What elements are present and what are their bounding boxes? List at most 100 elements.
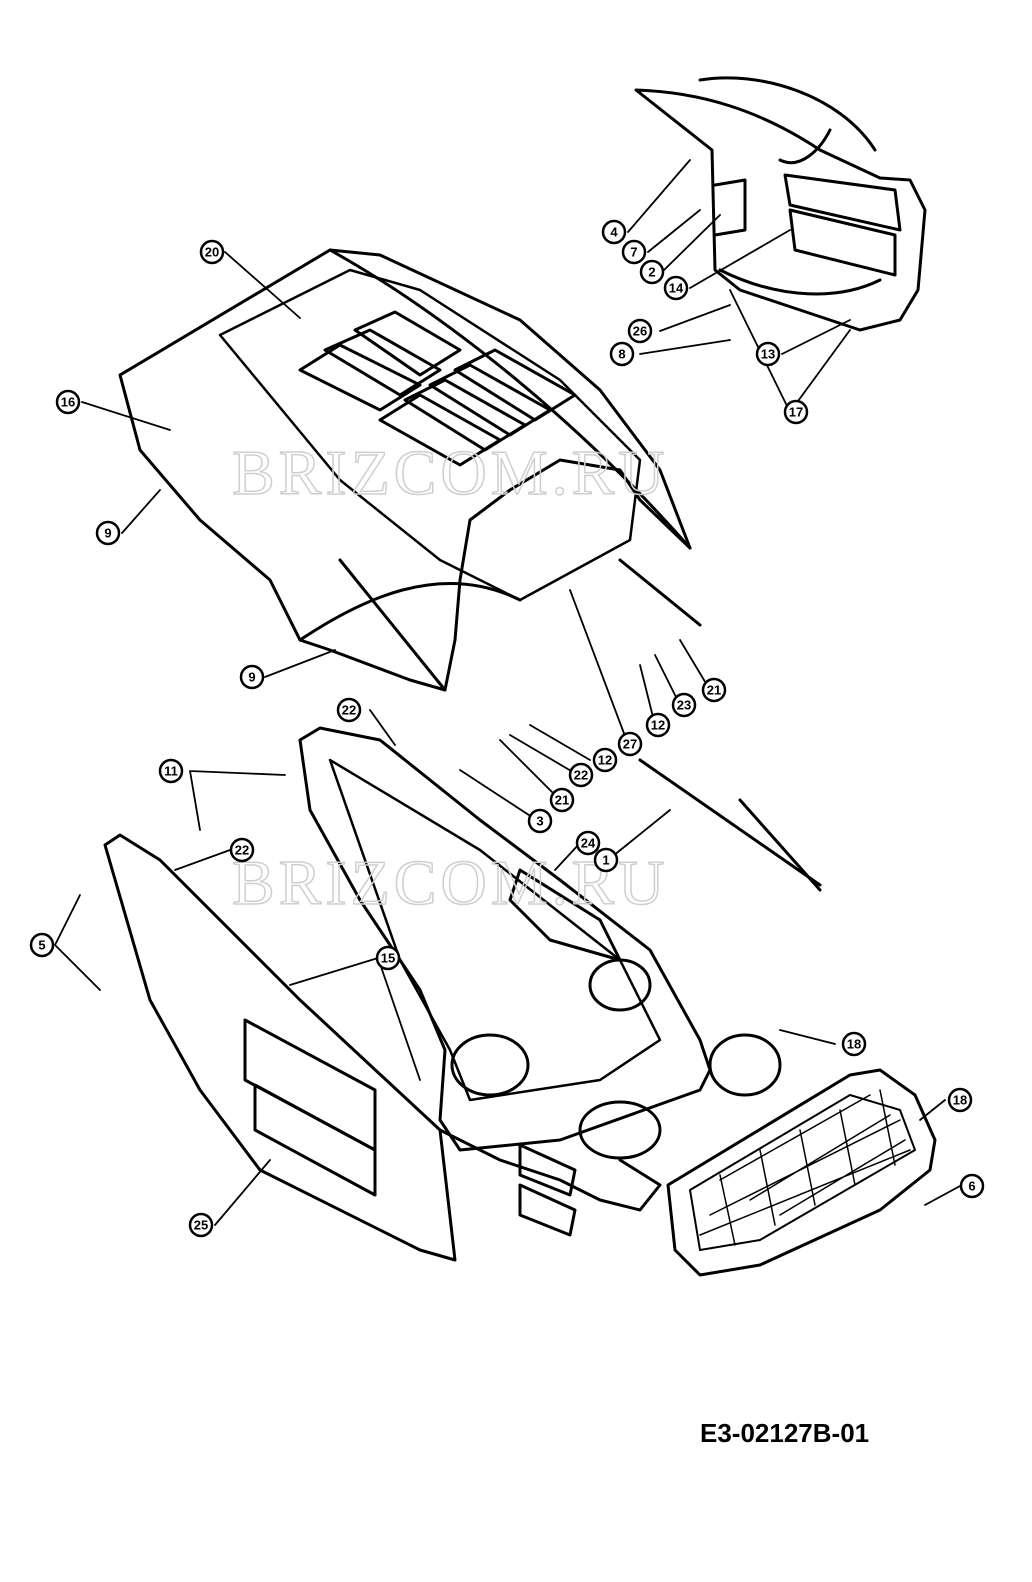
- callout-18: 18: [947, 1087, 973, 1113]
- callout-bubble: [375, 945, 401, 971]
- callout-bubble: [601, 219, 627, 245]
- callout-16: 16: [55, 389, 81, 415]
- support-rod-part: [618, 558, 822, 892]
- callout-4: 4: [601, 219, 627, 245]
- callout-bubble: [617, 731, 643, 757]
- callout-number: 27: [623, 737, 637, 752]
- callout-11: 11: [158, 758, 184, 784]
- leader-lines: [54, 159, 961, 1226]
- callout-bubble: [609, 341, 635, 367]
- callout-bubble: [527, 808, 553, 834]
- hood-cover-part: [118, 248, 692, 692]
- callout-bubble: [783, 399, 809, 425]
- callout-bubble: [947, 1087, 973, 1113]
- callout-number: 4: [610, 225, 618, 240]
- callout-number: 14: [669, 281, 684, 296]
- callout-8: 8: [609, 341, 635, 367]
- callout-15: 15: [375, 945, 401, 971]
- callout-bubble: [55, 389, 81, 415]
- callout-12: 12: [645, 712, 671, 738]
- grille-part: [666, 1068, 937, 1277]
- callout-21: 21: [701, 677, 727, 703]
- callout-number: 2: [648, 265, 655, 280]
- callout-bubble: [188, 1212, 214, 1238]
- callout-bubble: [199, 239, 225, 265]
- callout-bubble: [95, 520, 121, 546]
- callout-25: 25: [188, 1212, 214, 1238]
- callout-13: 13: [755, 341, 781, 367]
- callout-6: 6: [959, 1173, 985, 1199]
- callout-number: 17: [789, 405, 803, 420]
- callout-number: 20: [205, 245, 219, 260]
- callout-number: 13: [761, 347, 775, 362]
- callout-bubble: [627, 318, 653, 344]
- callout-bubble: [959, 1173, 985, 1199]
- callout-bubble: [701, 677, 727, 703]
- callout-20: 20: [199, 239, 225, 265]
- callout-number: 15: [381, 951, 395, 966]
- callout-bubble: [158, 758, 184, 784]
- lower-hood-body-part: [103, 726, 782, 1262]
- callout-bubble: [621, 239, 647, 265]
- callout-9: 9: [239, 664, 265, 690]
- callout-bubble: [568, 762, 594, 788]
- callout-number: 21: [555, 793, 569, 808]
- callout-number: 9: [248, 670, 255, 685]
- callout-number: 1: [602, 853, 609, 868]
- callout-bubble: [592, 747, 618, 773]
- callout-number: 3: [536, 814, 543, 829]
- callout-number: 22: [574, 768, 588, 783]
- callout-21: 21: [549, 787, 575, 813]
- callout-number: 12: [598, 753, 612, 768]
- callout-number: 5: [38, 938, 45, 953]
- callout-7: 7: [621, 239, 647, 265]
- callout-bubble: [575, 830, 601, 856]
- callout-number: 12: [651, 718, 665, 733]
- hood-bracket-part: [634, 76, 927, 332]
- callout-number: 26: [633, 324, 647, 339]
- callout-number: 21: [707, 683, 721, 698]
- callout-number: 11: [164, 764, 178, 779]
- callout-bubble: [663, 275, 689, 301]
- callout-number: 18: [953, 1093, 967, 1108]
- callout-17: 17: [783, 399, 809, 425]
- callout-2: 2: [639, 259, 665, 285]
- callout-12: 12: [592, 747, 618, 773]
- callout-bubble: [841, 1031, 867, 1057]
- callout-bubble: [29, 932, 55, 958]
- callout-24: 24: [575, 830, 601, 856]
- callout-bubble: [229, 837, 255, 863]
- callout-3: 3: [527, 808, 553, 834]
- callout-bubble: [755, 341, 781, 367]
- watermark-text-upper: BRIZCOM.RU: [232, 437, 669, 508]
- callout-number: 8: [618, 347, 625, 362]
- callout-number: 7: [630, 245, 637, 260]
- callout-5: 5: [29, 932, 55, 958]
- callout-18: 18: [841, 1031, 867, 1057]
- callout-22: 22: [229, 837, 255, 863]
- callout-27: 27: [617, 731, 643, 757]
- callout-number: 22: [342, 703, 356, 718]
- callout-number: 25: [194, 1218, 208, 1233]
- callout-number: 9: [104, 526, 111, 541]
- callout-23: 23: [671, 692, 697, 718]
- callout-number: 23: [677, 698, 691, 713]
- callout-bubble: [671, 692, 697, 718]
- callout-22: 22: [336, 697, 362, 723]
- callout-14: 14: [663, 275, 689, 301]
- callout-bubble: [645, 712, 671, 738]
- callout-number: 6: [968, 1179, 975, 1194]
- callout-9: 9: [95, 520, 121, 546]
- callout-number: 16: [61, 395, 75, 410]
- callout-bubble: [639, 259, 665, 285]
- callout-number: 24: [581, 836, 596, 851]
- callout-number: 22: [235, 843, 249, 858]
- callout-1: 1: [593, 847, 619, 873]
- callout-bubble: [593, 847, 619, 873]
- callout-22: 22: [568, 762, 594, 788]
- callout-bubble: [549, 787, 575, 813]
- callout-26: 26: [627, 318, 653, 344]
